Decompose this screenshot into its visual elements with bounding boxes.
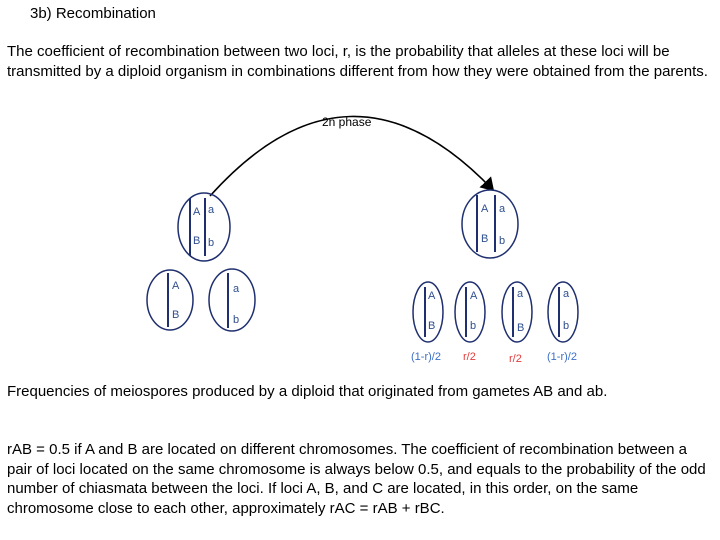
recombination-diagram: 2n phase A a B b A a B b A B a b A B: [146, 115, 579, 365]
allele-A: A: [481, 203, 489, 215]
allele-B: B: [517, 322, 524, 334]
allele-b: b: [233, 314, 239, 326]
allele-A: A: [470, 290, 478, 302]
diagram-caption: Frequencies of meiospores produced by a …: [7, 383, 608, 400]
freq-label-ab: (1-r)/2: [547, 351, 577, 363]
freq-label-aB: r/2: [509, 353, 522, 365]
diploid-cell-right: A a B b: [461, 189, 519, 259]
allele-a: a: [517, 288, 524, 300]
freq-label-AB: (1-r)/2: [411, 351, 441, 363]
allele-b: b: [470, 320, 476, 332]
diploid-cell-left: A a B b: [177, 192, 231, 262]
allele-a: a: [233, 283, 240, 295]
meiospore-aB: a B: [501, 281, 533, 343]
section-title: 3b) Recombination: [30, 5, 156, 22]
allele-B: B: [193, 235, 200, 247]
allele-b: b: [499, 235, 505, 247]
meiospore-AB: A B: [412, 281, 444, 343]
intro-paragraph: The coefficient of recombination between…: [7, 43, 708, 80]
gamete-ab: a b: [208, 268, 256, 332]
allele-B: B: [428, 320, 435, 332]
allele-b: b: [208, 237, 214, 249]
allele-a: a: [208, 204, 215, 216]
meiospore-ab: a b: [547, 281, 579, 343]
allele-B: B: [481, 233, 488, 245]
allele-a: a: [563, 288, 570, 300]
phase-arrow: [209, 115, 495, 197]
allele-A: A: [193, 206, 201, 218]
allele-A: A: [172, 280, 180, 292]
allele-a: a: [499, 203, 506, 215]
allele-B: B: [172, 309, 179, 321]
freq-label-Ab: r/2: [463, 351, 476, 363]
allele-b: b: [563, 320, 569, 332]
body-paragraph: rAB = 0.5 if A and B are located on diff…: [7, 441, 706, 517]
gamete-AB: A B: [146, 269, 194, 331]
allele-A: A: [428, 290, 436, 302]
meiospore-Ab: A b: [454, 281, 486, 343]
phase-label: 2n phase: [322, 115, 372, 129]
